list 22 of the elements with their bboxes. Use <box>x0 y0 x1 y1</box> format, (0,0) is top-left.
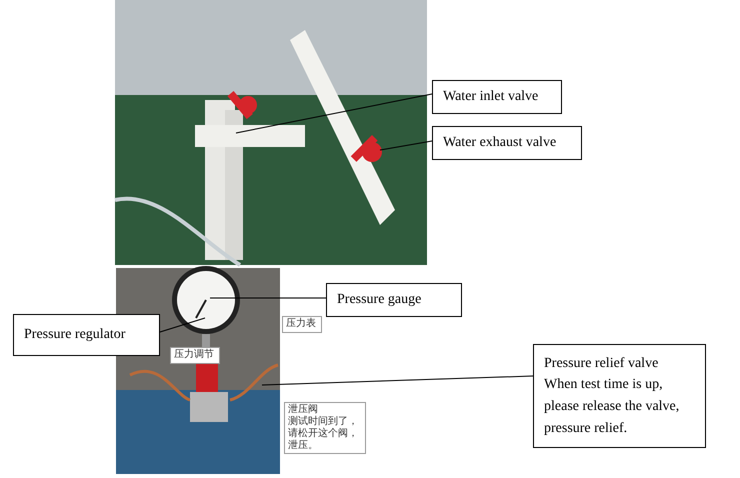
leader-line <box>262 376 534 386</box>
callout-box <box>432 80 562 114</box>
callout-box <box>326 283 462 317</box>
callout-text: Water exhaust valve <box>443 134 558 152</box>
callout-text: 测试时间到了，请松开这个阀，泄压。 <box>288 416 359 452</box>
callout-box <box>432 126 582 160</box>
leader-line <box>380 140 432 150</box>
callout-text: When test time is up, please release the valve, pressure relief. <box>544 376 680 438</box>
label-box <box>282 316 322 333</box>
callout-text: 压力表 <box>286 318 317 330</box>
callout-box <box>13 314 160 356</box>
leader-line <box>160 318 206 332</box>
leader-line <box>236 94 432 134</box>
label-box <box>284 402 366 454</box>
callout-text: Pressure regulator <box>24 326 126 344</box>
callout-text: Pressure gauge <box>337 291 422 309</box>
callout-text: Water inlet valve <box>443 88 540 106</box>
callout-text: 压力调节 <box>174 349 215 361</box>
label-box <box>170 347 220 364</box>
callout-box <box>533 344 706 448</box>
callout-text: 泄压阀 <box>288 404 319 416</box>
callout-text: Pressure relief valve <box>544 354 660 373</box>
